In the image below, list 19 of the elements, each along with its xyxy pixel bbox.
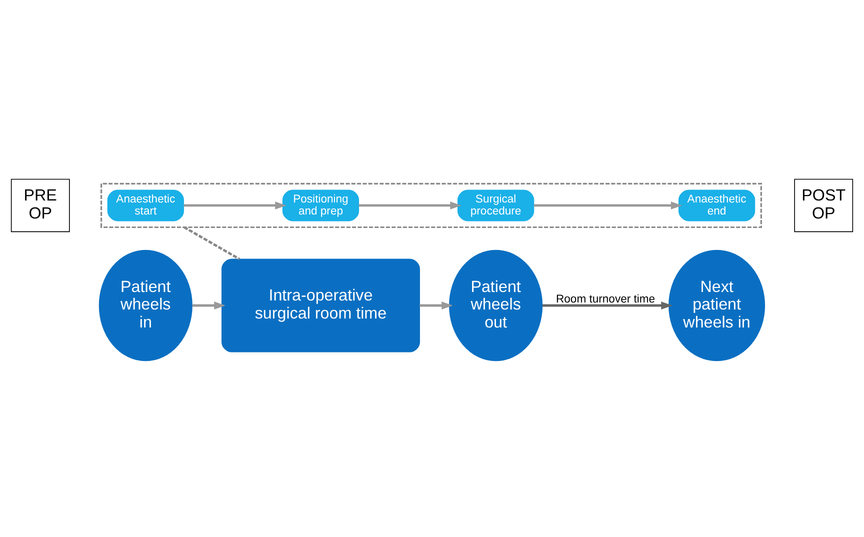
- arrow: [534, 201, 682, 209]
- node-ellipse: Next patient wheels in: [668, 249, 766, 361]
- arrow: [184, 201, 286, 209]
- node-ellipse: Patient wheels out: [449, 249, 543, 361]
- connector: [184, 226, 240, 260]
- node-box: PRE OP: [10, 178, 70, 232]
- cluster: [100, 182, 762, 228]
- node-box: Positioning and prep: [282, 189, 360, 221]
- arrow: [358, 201, 462, 209]
- node-box: Anaesthetic end: [678, 189, 756, 221]
- node-box: Intra-operative surgical room time: [222, 258, 420, 352]
- arrow: [420, 301, 453, 309]
- node-ellipse: Patient wheels in: [98, 249, 192, 361]
- arrow: [192, 301, 226, 309]
- edge-label: Room turnover time: [556, 292, 656, 305]
- node-box: POST OP: [794, 178, 854, 232]
- arrow: [542, 301, 672, 309]
- node-box: Surgical procedure: [457, 189, 534, 221]
- node-box: Anaesthetic start: [107, 189, 184, 221]
